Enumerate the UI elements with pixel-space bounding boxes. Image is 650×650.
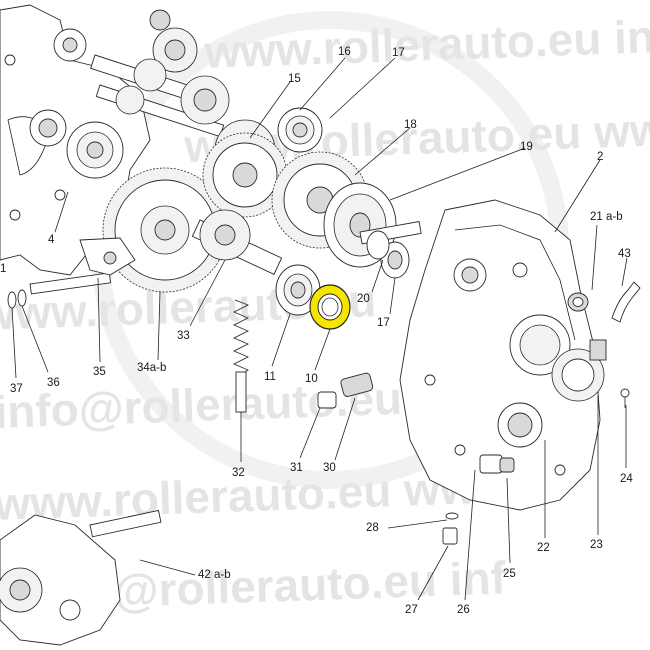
part-23-pump [551,339,607,402]
callout-15: 15 [288,73,301,85]
part-10-seal-highlighted [309,284,351,330]
callout-26: 26 [457,604,470,616]
gear-shafts [90,9,276,181]
callout-35: 35 [93,366,106,378]
part-42-assembly [0,509,162,646]
callout-31: 31 [290,462,303,474]
part-25-26-filter [479,454,515,474]
callout-25: 25 [503,568,516,580]
callout-labels: 16 17 15 18 19 2 21 a-b 43 1 4 20 17 33 … [0,46,633,616]
callout-10: 10 [305,373,318,385]
callout-43: 43 [618,248,631,260]
callout-30: 30 [323,462,336,474]
part-30-31-plug [317,372,374,409]
callout-34: 34a-b [137,362,166,374]
callout-17: 17 [392,47,405,59]
callout-11: 11 [264,371,276,383]
callout-21: 21 a-b [590,211,623,223]
part-2-crankcase-cover [399,199,601,511]
leader-lines [11,57,628,601]
callout-19: 19 [520,141,533,153]
callout-27: 27 [405,604,418,616]
part-16-bearing [277,107,323,153]
parts-drawing [0,4,641,646]
callout-20: 20 [357,293,370,305]
callout-16: 16 [338,46,351,58]
part-21-cap [567,292,589,312]
callout-2: 2 [597,151,603,163]
callout-24: 24 [620,473,633,485]
part-17-20-seals [366,230,410,279]
callout-32: 32 [232,467,245,479]
callout-28: 28 [366,522,379,534]
part-15-gear [202,132,288,218]
part-27-28-drain-plug [442,512,459,545]
callout-17: 17 [377,317,390,329]
part-33-shaft [191,209,283,275]
callout-37: 37 [10,383,23,395]
callout-22: 22 [537,542,550,554]
callout-36: 36 [47,377,60,389]
callout-23: 23 [590,539,603,551]
callout-42: 42 a-b [198,569,231,581]
part-35-lever [29,237,136,295]
callout-33: 33 [177,330,190,342]
callout-18: 18 [404,119,417,131]
part-11-bearing [275,264,321,316]
part-24-bolt [620,388,630,408]
callout-1: 1 [0,263,6,275]
part-43-hose [611,281,641,323]
callout-4: 4 [48,234,55,246]
